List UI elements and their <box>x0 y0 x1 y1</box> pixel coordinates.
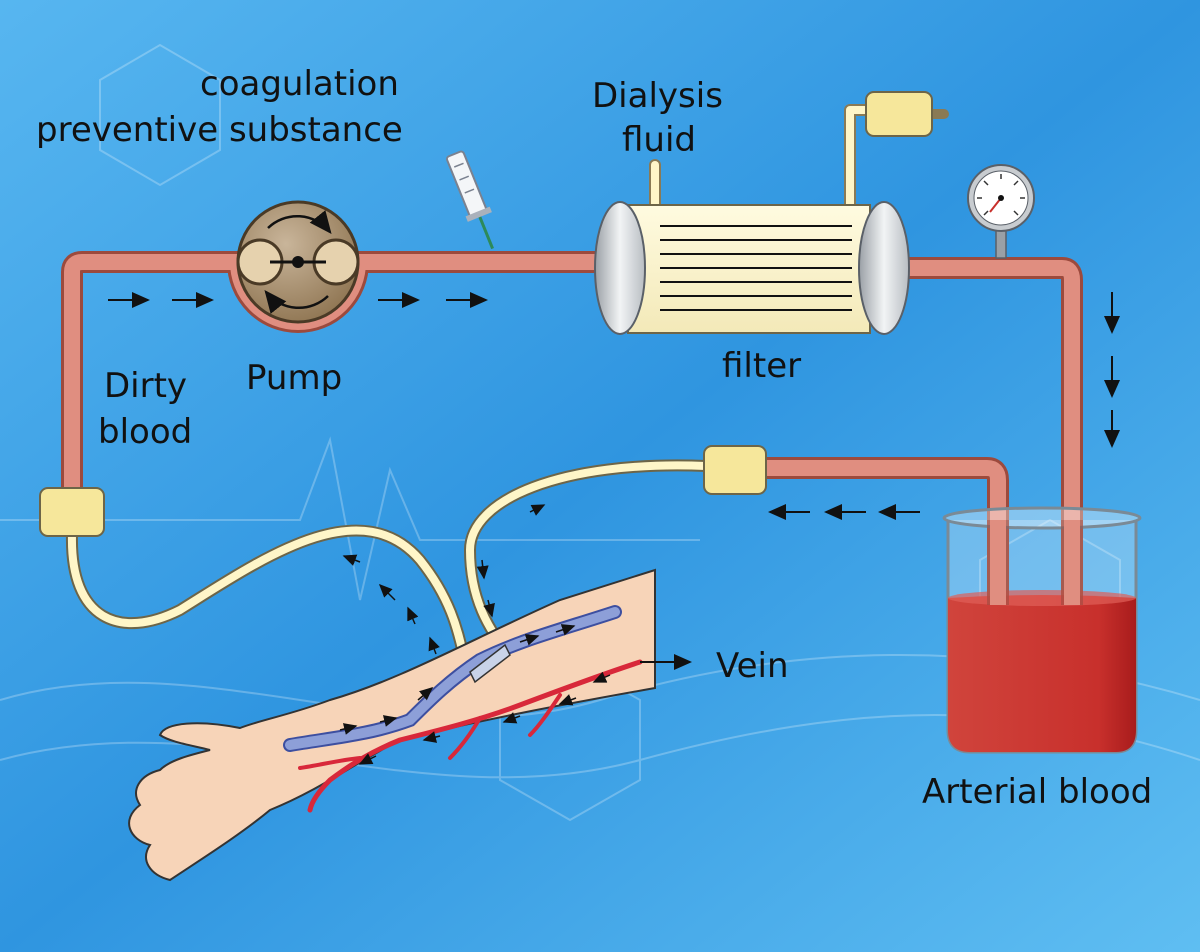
dirty-blood-connector <box>39 487 105 537</box>
dialysis-fluid-label-line1: Dialysis <box>592 76 723 116</box>
patient-lines <box>65 459 712 678</box>
vein-label: Vein <box>716 646 789 686</box>
anticoagulant-label-line1: coagulation <box>200 64 399 104</box>
arterial-blood-label: Arterial blood <box>922 772 1153 812</box>
small-flow-arrows <box>339 504 611 765</box>
filter-label: filter <box>722 346 802 386</box>
syringe-icon <box>445 150 494 250</box>
dialysis-outlet-connector <box>865 91 933 137</box>
filter-icon <box>594 201 910 335</box>
dialysis-fluid-label-line2: fluid <box>622 120 696 160</box>
return-connector <box>703 445 767 495</box>
dirty-blood-label-line2: blood <box>98 412 193 452</box>
dirty-blood-label-line1: Dirty <box>104 366 188 406</box>
pump-icon <box>236 200 360 324</box>
flow-arrows <box>108 292 1120 520</box>
pump-label: Pump <box>246 358 343 398</box>
beaker-icon <box>942 506 1142 754</box>
pressure-gauge-icon <box>967 164 1035 259</box>
anticoagulant-label-line2: preventive substance <box>36 110 403 150</box>
